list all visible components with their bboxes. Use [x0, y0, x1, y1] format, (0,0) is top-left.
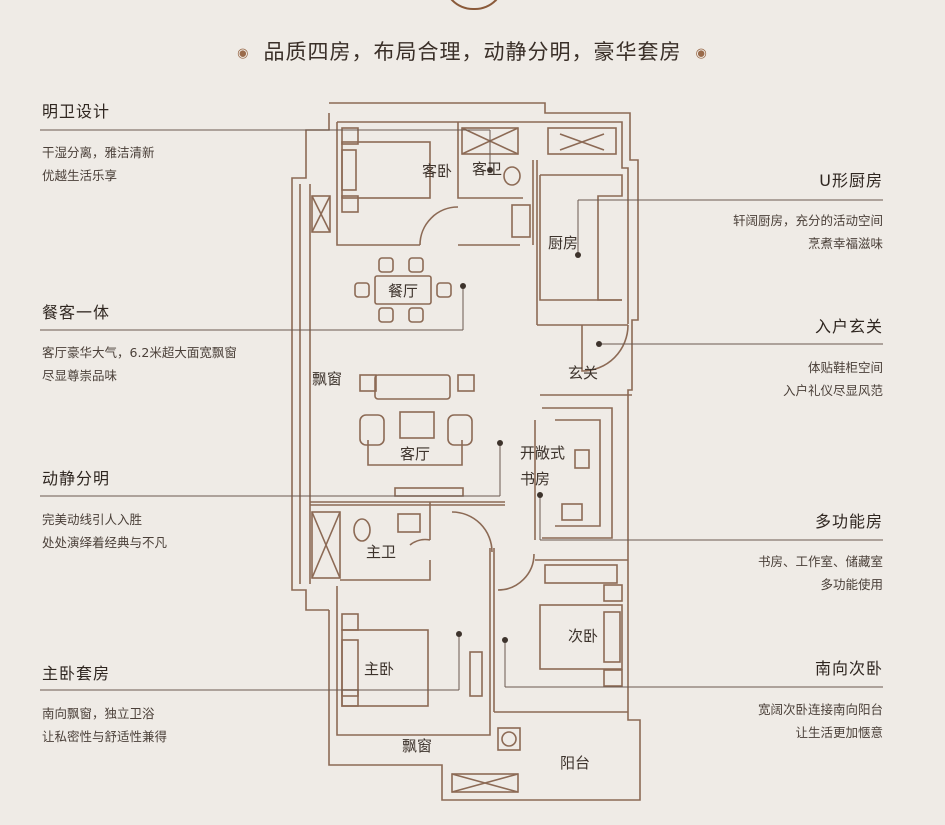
feature-desc-entry-foyer: 体贴鞋柜空间入户礼仪尽显风范 [782, 360, 883, 398]
feature-desc-living-dining: 客厅豪华大气，6.2米超大面宽飘窗尽显尊崇品味 [42, 345, 237, 383]
room-label-master-bedroom: 主卧 [364, 660, 394, 678]
feature-desc-zoning: 完美动线引人入胜处处演绎着经典与不凡 [42, 512, 168, 550]
leader-dots [456, 167, 602, 643]
feature-title-entry-foyer: 入户玄关 [814, 317, 883, 336]
room-label-bay-window-west: 飘窗 [312, 370, 342, 388]
feature-title-bright-bath: 明卫设计 [42, 102, 111, 121]
plan-walls [291, 102, 641, 801]
feature-desc-multi-room: 书房、工作室、储藏室多功能使用 [757, 554, 883, 592]
feature-desc-master-suite: 南向飘窗，独立卫浴让私密性与舒适性兼得 [42, 706, 168, 744]
feature-title-u-kitchen: U形厨房 [819, 171, 883, 190]
feature-title-zoning: 动静分明 [42, 469, 111, 488]
leader-dot-icon [487, 167, 493, 173]
leader-dot-icon [497, 440, 503, 446]
feature-desc-bright-bath: 干湿分离，雅洁清新优越生活乐享 [42, 145, 155, 183]
leader-dot-icon [575, 252, 581, 258]
room-label-bay-window-south: 飘窗 [402, 737, 432, 755]
headline-text: 品质四房，布局合理，动静分明，豪华套房 [263, 40, 682, 64]
ornament-dot-icon: ◉ [695, 45, 708, 61]
feature-title-south-bedroom: 南向次卧 [814, 659, 883, 678]
leader-dot-icon [456, 631, 462, 637]
leader-dot-icon [537, 492, 543, 498]
room-label-living: 客厅 [400, 445, 430, 463]
room-label-master-bath: 主卫 [366, 543, 396, 561]
room-label-study-line1: 开敞式 [520, 444, 565, 462]
ornament-dot-icon: ◉ [237, 45, 250, 61]
page-headline: ◉ 品质四房，布局合理，动静分明，豪华套房 ◉ [0, 36, 945, 66]
feature-desc-south-bedroom: 宽阔次卧连接南向阳台让生活更加惬意 [757, 702, 883, 740]
leader-dot-icon [502, 637, 508, 643]
leader-dot-icon [460, 283, 466, 289]
room-label-study-line2: 书房 [520, 470, 550, 488]
feature-title-living-dining: 餐客一体 [42, 303, 111, 322]
room-label-balcony: 阳台 [560, 754, 590, 772]
room-label-foyer: 玄关 [568, 364, 598, 382]
feature-desc-u-kitchen: 轩阔厨房，充分的活动空间烹煮幸福滋味 [732, 213, 883, 251]
feature-title-multi-room: 多功能房 [814, 512, 883, 531]
room-label-dining: 餐厅 [388, 282, 418, 300]
room-label-second-bedroom: 次卧 [568, 627, 598, 645]
room-label-guest-bedroom: 客卧 [422, 162, 452, 180]
leader-dot-icon [596, 341, 602, 347]
room-label-kitchen: 厨房 [548, 234, 578, 252]
leader-lines [40, 129, 883, 691]
room-label-guest-bath: 客卫 [472, 160, 502, 178]
feature-title-master-suite: 主卧套房 [42, 664, 111, 683]
